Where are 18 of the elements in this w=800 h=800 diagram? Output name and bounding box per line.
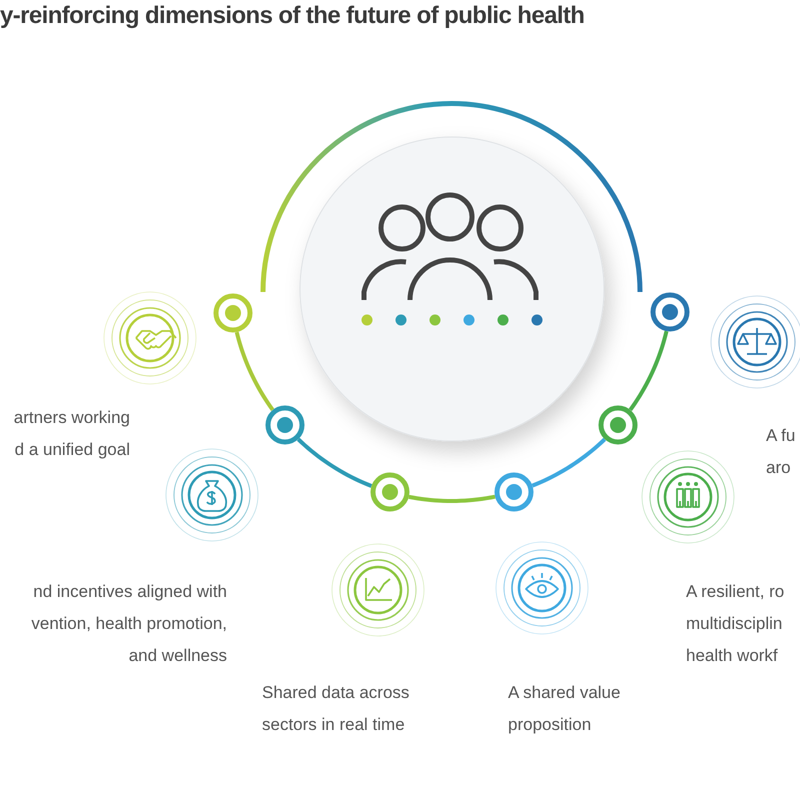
connector-arc [532, 438, 606, 488]
connector-dot [370, 472, 410, 512]
connector-dot [266, 406, 304, 444]
connector-dot [650, 292, 690, 332]
dimension-text: A fu aro [766, 425, 796, 479]
title: y-reinforcing dimensions of the future of public health [0, 2, 584, 30]
dimension-text: A resilient, ro multidisciplin health workf [686, 581, 786, 667]
connector-arc [628, 330, 668, 412]
dimension-text: A shared value proposition [508, 682, 622, 736]
dimension-text: nd incentives aligned with vention, health promotion, and wellness [30, 581, 227, 667]
connector-dot [214, 294, 252, 332]
connector-dot [598, 406, 638, 444]
dimension-text: Shared data across sectors in real time [262, 682, 410, 736]
connector-arc [234, 332, 274, 412]
connector-dot [494, 472, 534, 512]
connector-arc [296, 438, 372, 488]
dimension-text: artners working d a unified goal [12, 407, 130, 461]
connector-arc [408, 494, 496, 503]
